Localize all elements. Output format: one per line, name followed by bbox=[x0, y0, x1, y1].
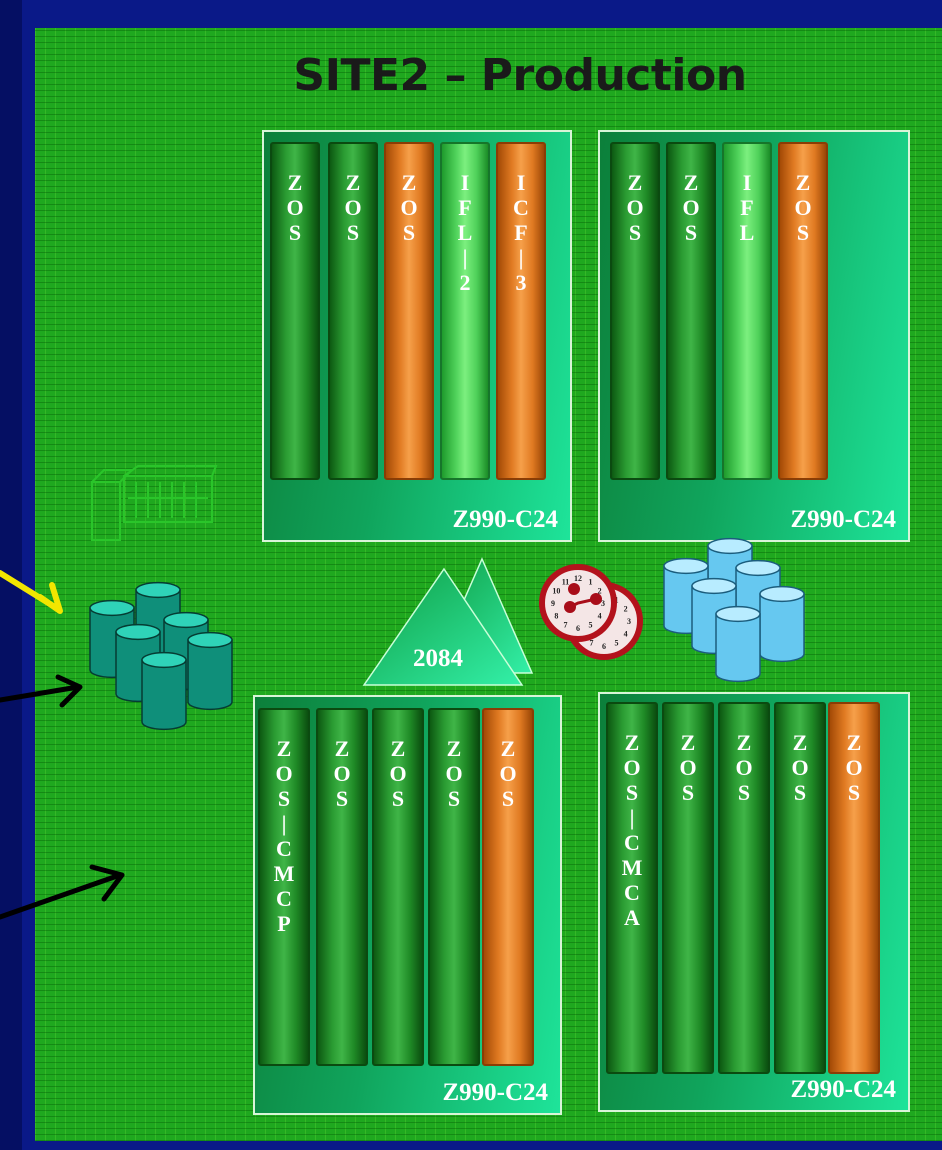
processor-model-label: Z990-C24 bbox=[452, 506, 558, 534]
director-label: 2084 bbox=[413, 645, 463, 673]
processor-model-label: Z990-C24 bbox=[790, 506, 896, 534]
clock-numeral: 4 bbox=[624, 630, 628, 639]
clock-numeral: 3 bbox=[627, 617, 631, 626]
clock-numeral: 12 bbox=[574, 574, 582, 583]
clock-numeral: 10 bbox=[552, 587, 560, 596]
connection-arrow-icon bbox=[0, 565, 140, 925]
clock-numeral: 5 bbox=[615, 639, 619, 648]
dasd-cylinders-blue-icon bbox=[660, 538, 820, 688]
clock-numeral: 6 bbox=[576, 624, 580, 633]
clock-numeral: 4 bbox=[598, 612, 602, 621]
clock-numeral: 9 bbox=[551, 599, 555, 608]
site-title: SITE2 – Production bbox=[250, 50, 790, 101]
disk-cylinder bbox=[142, 653, 186, 730]
clock-numeral: 11 bbox=[562, 577, 570, 586]
disk-cylinder bbox=[760, 587, 804, 662]
disk-cylinder bbox=[716, 607, 760, 682]
clock-numeral: 7 bbox=[564, 621, 568, 630]
clock-numeral: 6 bbox=[602, 642, 606, 651]
clock-numeral: 1 bbox=[589, 577, 593, 586]
clock-numeral: 8 bbox=[554, 612, 558, 621]
clock-numeral: 5 bbox=[589, 621, 593, 630]
clock-numeral: 2 bbox=[624, 605, 628, 614]
disk-cylinder bbox=[188, 633, 232, 710]
tape-library-icon bbox=[88, 462, 218, 544]
processor-model-label: Z990-C24 bbox=[790, 1076, 896, 1104]
processor-model-label: Z990-C24 bbox=[442, 1079, 548, 1107]
sysplex-timer-icon: 121234567891011121234567891011 bbox=[534, 565, 646, 661]
